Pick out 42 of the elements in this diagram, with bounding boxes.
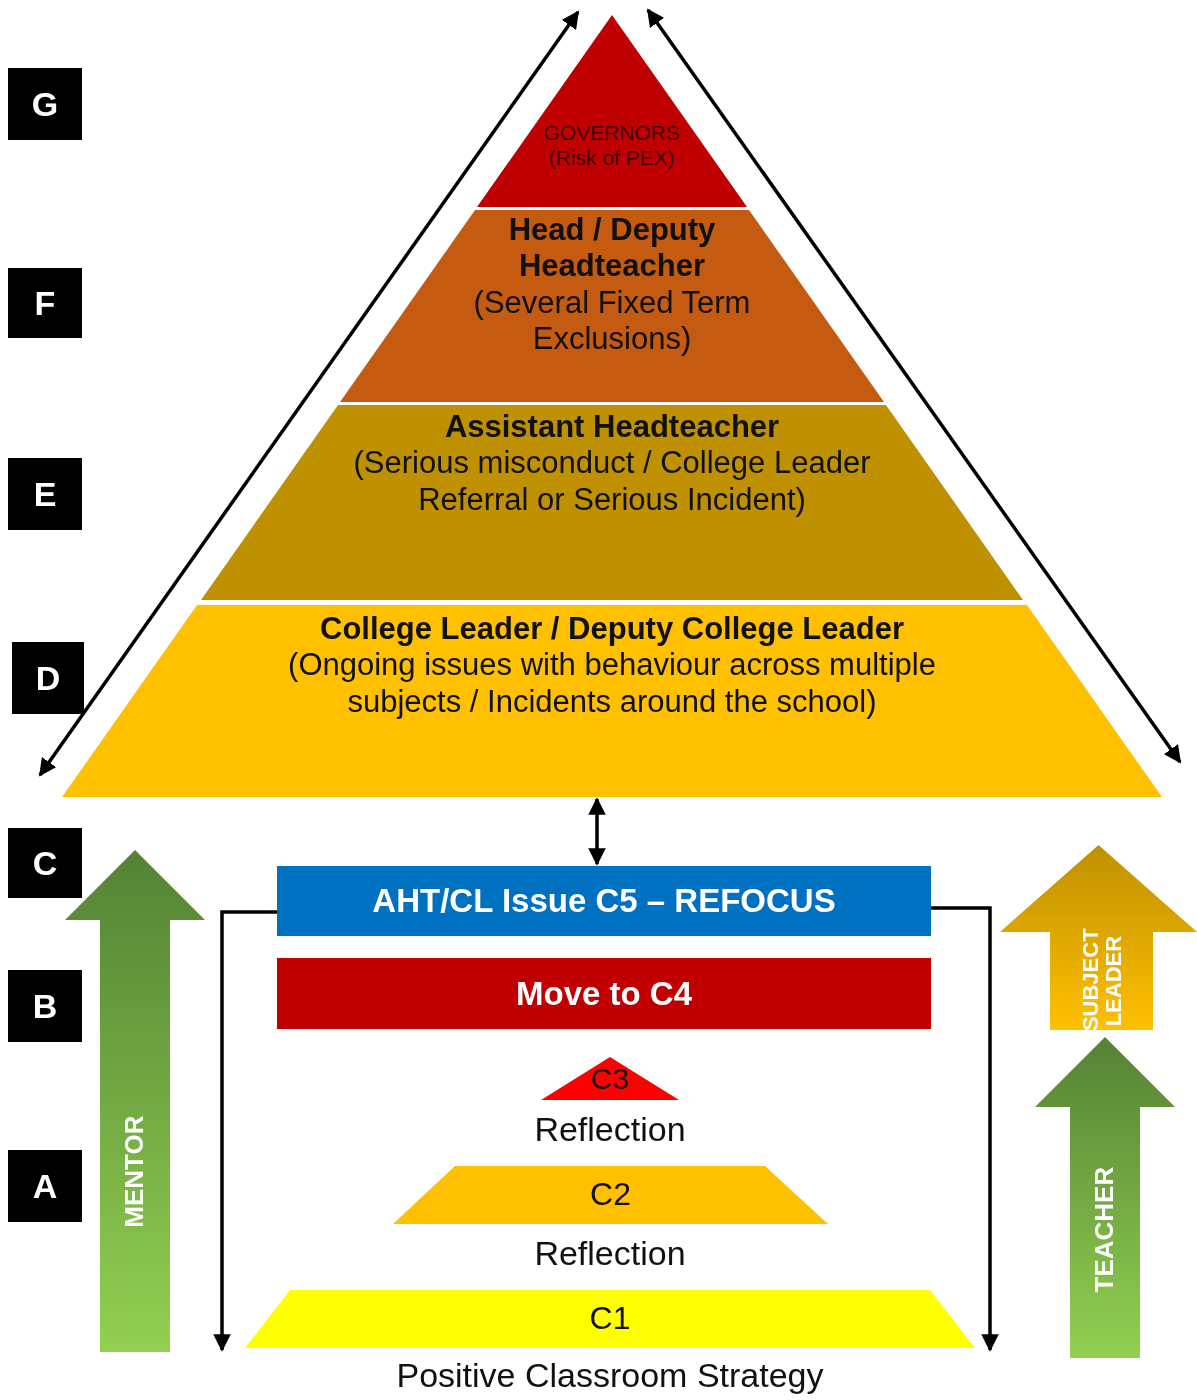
arrow bbox=[213, 910, 277, 1352]
level-letter-box: C bbox=[8, 828, 82, 898]
stage-bar bbox=[277, 958, 931, 1029]
stage-caption: Reflection bbox=[533, 1109, 687, 1149]
arrow bbox=[931, 906, 999, 1352]
tier-heading: Assistant Headteacher bbox=[443, 409, 781, 446]
arrow bbox=[38, 10, 580, 777]
stage-caption: Positive Classroom Strategy bbox=[395, 1355, 825, 1395]
pyramid-tier bbox=[62, 605, 1162, 797]
tier-heading: College Leader / Deputy College Leader bbox=[319, 611, 905, 648]
up-arrow-shape bbox=[1035, 1037, 1175, 1358]
stage-label: AHT/CL Issue C5 – REFOCUS bbox=[372, 882, 836, 920]
level-letter-box: A bbox=[8, 1150, 82, 1222]
pyramid-tier bbox=[201, 405, 1023, 600]
stage-trapezoid bbox=[393, 1166, 828, 1224]
level-letter-box: B bbox=[8, 970, 82, 1042]
tier-heading: GOVERNORS bbox=[542, 121, 682, 146]
stage-bar bbox=[277, 866, 931, 936]
pyramid-tier bbox=[477, 15, 747, 207]
arrow bbox=[588, 797, 606, 866]
up-arrow-shape bbox=[1000, 845, 1197, 1030]
role-label: MENTOR bbox=[121, 1114, 149, 1230]
stage-caption: Reflection bbox=[533, 1233, 687, 1273]
tier-description: (Serious misconduct / College Leader Referral or Serious Incident) bbox=[352, 445, 872, 518]
stage-label: Move to C4 bbox=[516, 974, 692, 1013]
stage-label: C3 bbox=[589, 1061, 631, 1097]
level-letter-box: E bbox=[8, 458, 82, 530]
tier-description: (Risk of PEX) bbox=[548, 145, 676, 171]
stage-trapezoid bbox=[245, 1290, 975, 1348]
stage-label: C1 bbox=[588, 1300, 632, 1338]
tier-heading: Head / Deputy Headteacher bbox=[507, 212, 717, 285]
tier-description: (Several Fixed Term Exclusions) bbox=[472, 284, 752, 358]
level-letter-box: D bbox=[12, 642, 84, 714]
tier-description: (Ongoing issues with behaviour across multiple subjects / Incidents around the school) bbox=[287, 647, 937, 720]
level-letter-box: F bbox=[8, 268, 82, 338]
up-arrow-shape bbox=[65, 850, 205, 1352]
level-letter-box: G bbox=[8, 68, 82, 140]
arrow bbox=[646, 8, 1182, 764]
stage-triangle bbox=[541, 1057, 679, 1100]
stage-label: C2 bbox=[589, 1176, 632, 1214]
pyramid-tier bbox=[340, 210, 884, 402]
role-label: TEACHER bbox=[1091, 1165, 1119, 1295]
